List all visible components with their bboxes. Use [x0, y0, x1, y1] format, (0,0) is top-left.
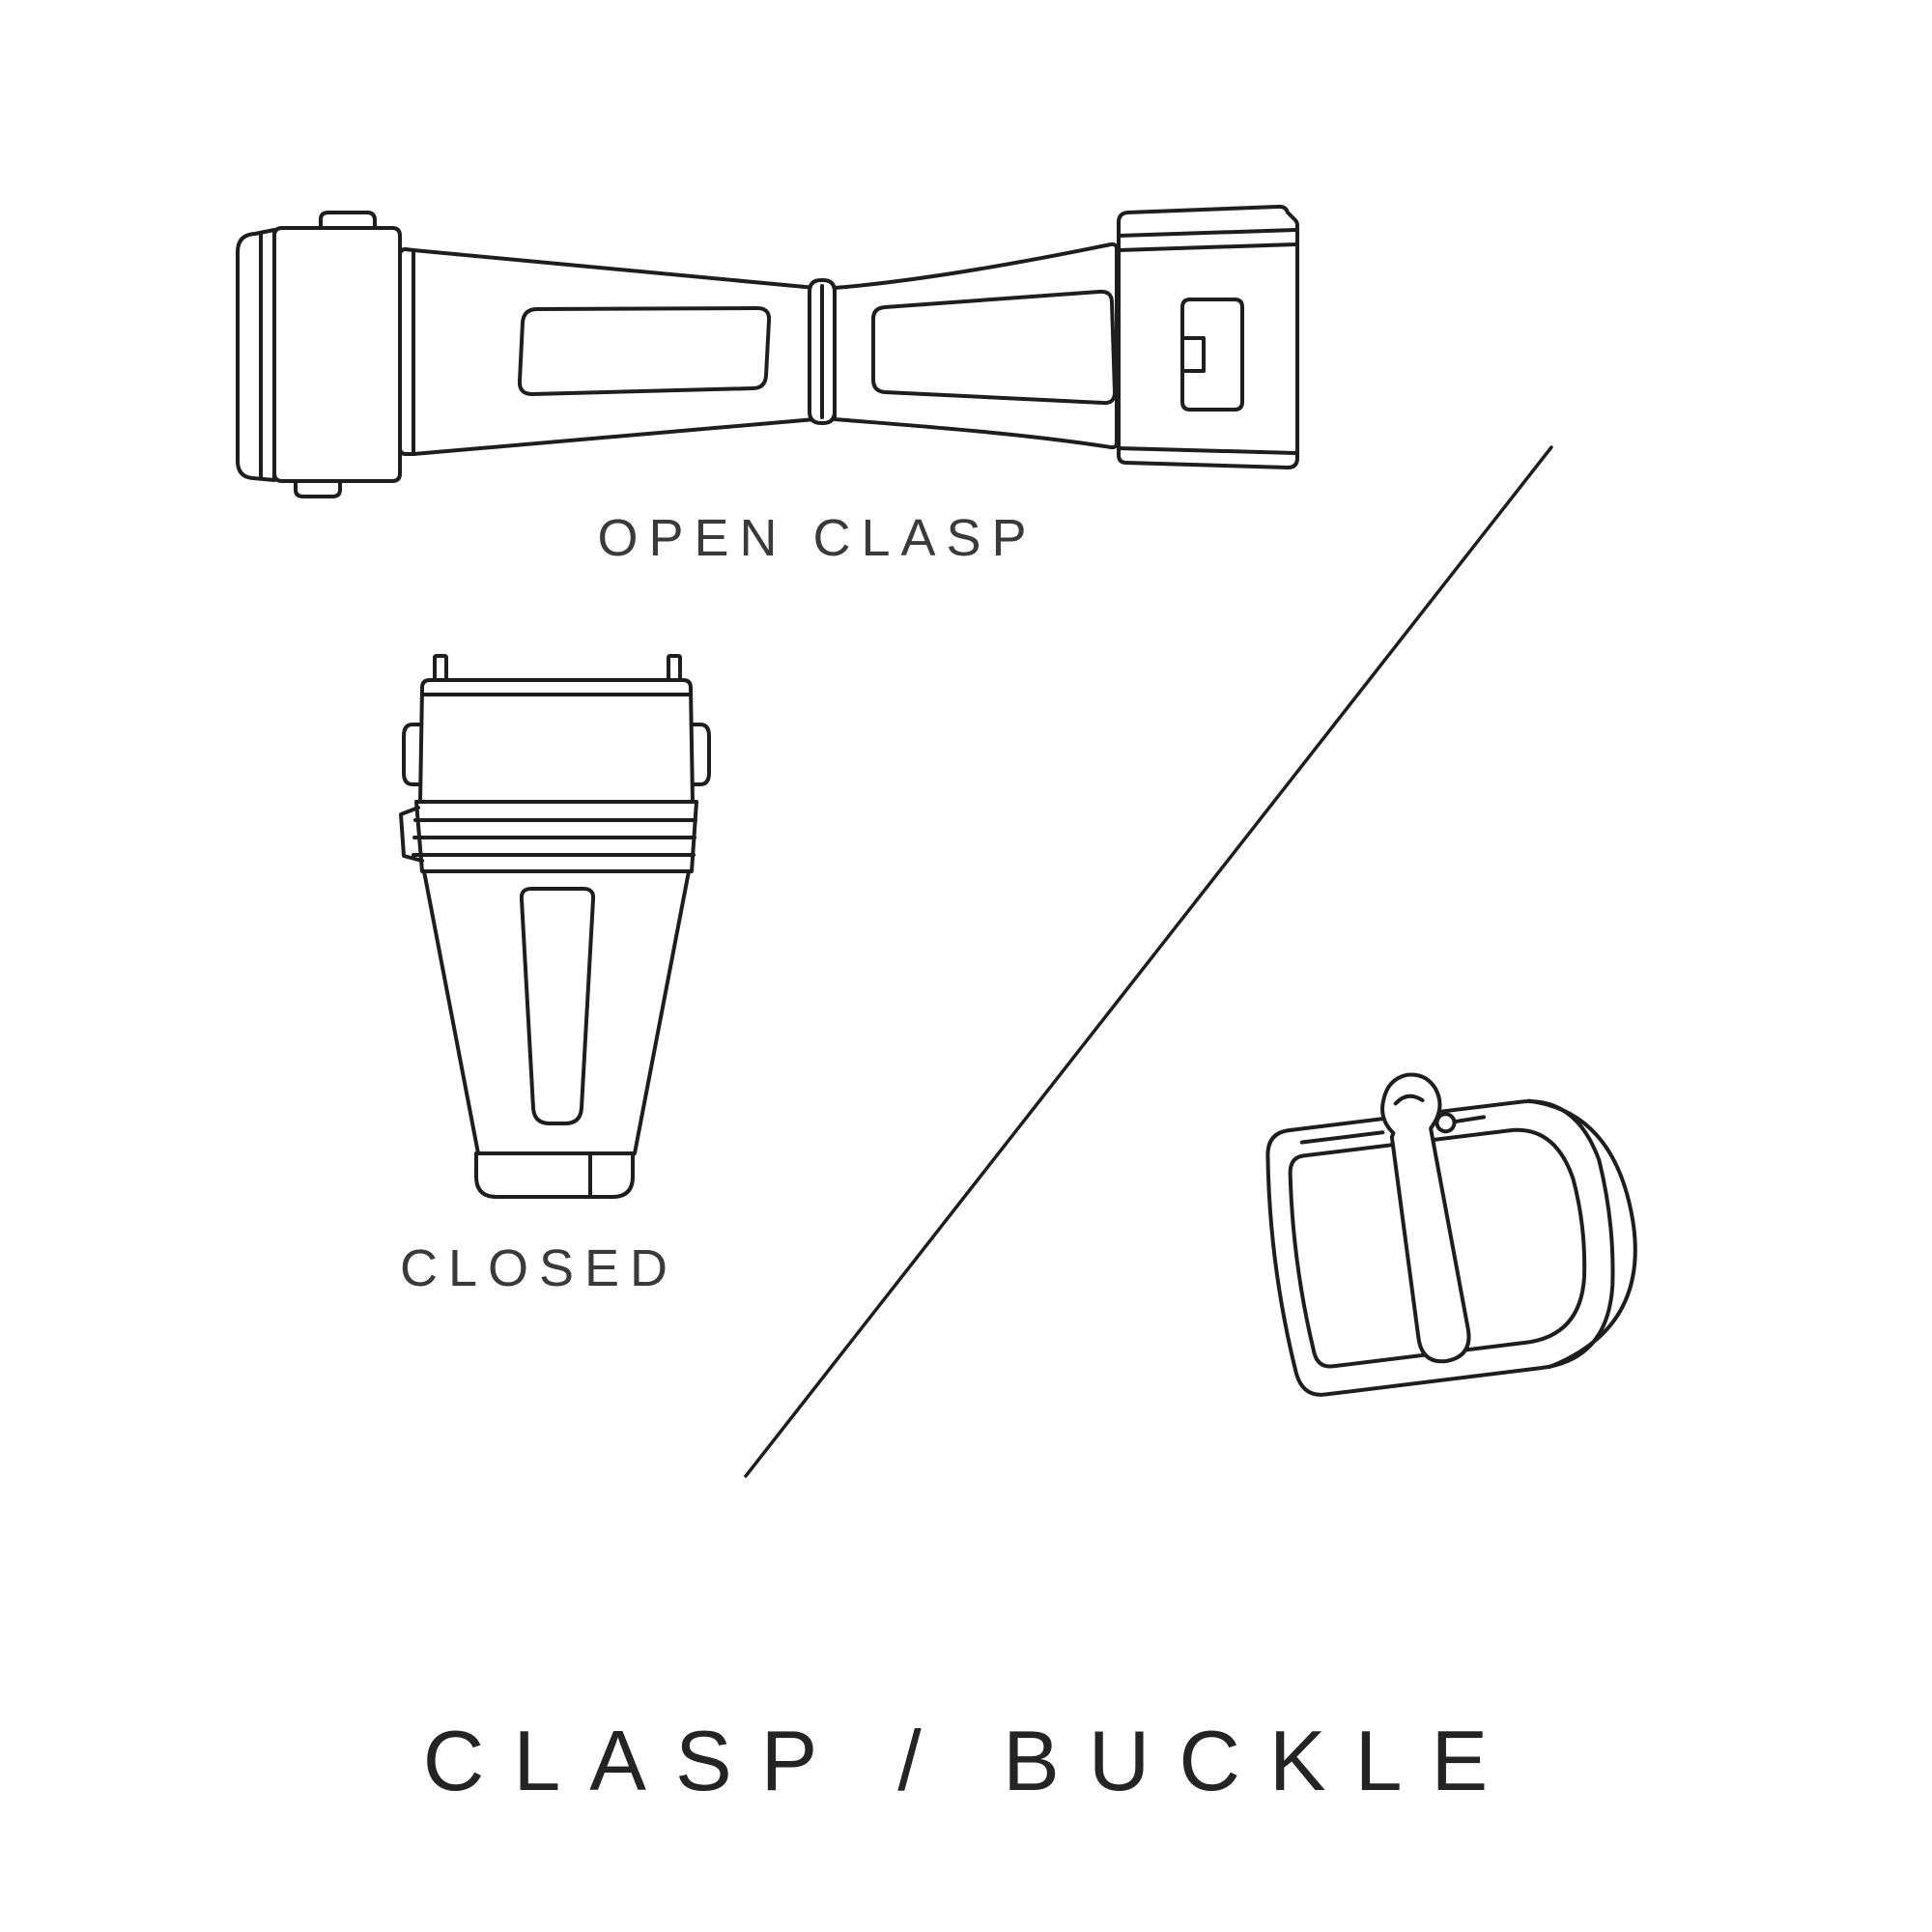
- buckle-frame-inner: [1288, 1127, 1587, 1369]
- clasp-cover-face: [272, 226, 402, 483]
- closed-clasp-slot: [519, 887, 596, 1125]
- buckle-tongue: [1380, 1072, 1471, 1364]
- closed-clasp-body: [422, 869, 691, 1155]
- open-clasp-illustration: [236, 204, 1299, 498]
- closed-clasp-ear-left: [402, 723, 423, 786]
- clasp-catch-notch: [1180, 336, 1206, 373]
- closed-clasp-label: CLOSED: [399, 1239, 679, 1297]
- clasp-end-link-line-1: [1117, 228, 1297, 238]
- closed-clasp-prong-left: [433, 654, 448, 684]
- closed-clasp-ear-right: [690, 723, 711, 786]
- clasp-right-arm: [833, 242, 1119, 450]
- closed-clasp-top-block: [418, 678, 695, 804]
- clasp-cover-roll: [236, 228, 276, 482]
- clasp-end-link-line-3: [1117, 446, 1297, 455]
- buckle-pin-axis-right: [1453, 1115, 1487, 1124]
- closed-clasp-band-tab: [399, 806, 424, 863]
- clasp-left-arm: [398, 247, 817, 456]
- buckle-band-outer-arc: [1526, 1098, 1637, 1370]
- buckle-illustration: [1265, 1072, 1637, 1397]
- figure-title: CLASP / BUCKLE: [422, 1713, 1518, 1808]
- clasp-right-arm-cutout: [871, 289, 1117, 406]
- buckle-tongue-loop-line: [1393, 1094, 1425, 1106]
- buckle-pin-axis-cap: [1435, 1112, 1457, 1134]
- closed-clasp-prong-right: [667, 654, 682, 684]
- open-clasp-label: OPEN CLASP: [597, 509, 1037, 567]
- clasp-end-link-line-2: [1117, 242, 1297, 252]
- clasp-left-arm-cutout: [517, 306, 772, 396]
- closed-clasp-illustration: [399, 654, 711, 1199]
- divider-line: [744, 445, 1553, 1478]
- clasp-cover-top-tab: [319, 211, 377, 230]
- clasp-cover-bottom-tab: [294, 479, 342, 498]
- closed-clasp-bottom-bar: [474, 1151, 635, 1199]
- clasp-catch: [1180, 298, 1244, 412]
- buckle-pin-axis-left: [1299, 1130, 1385, 1145]
